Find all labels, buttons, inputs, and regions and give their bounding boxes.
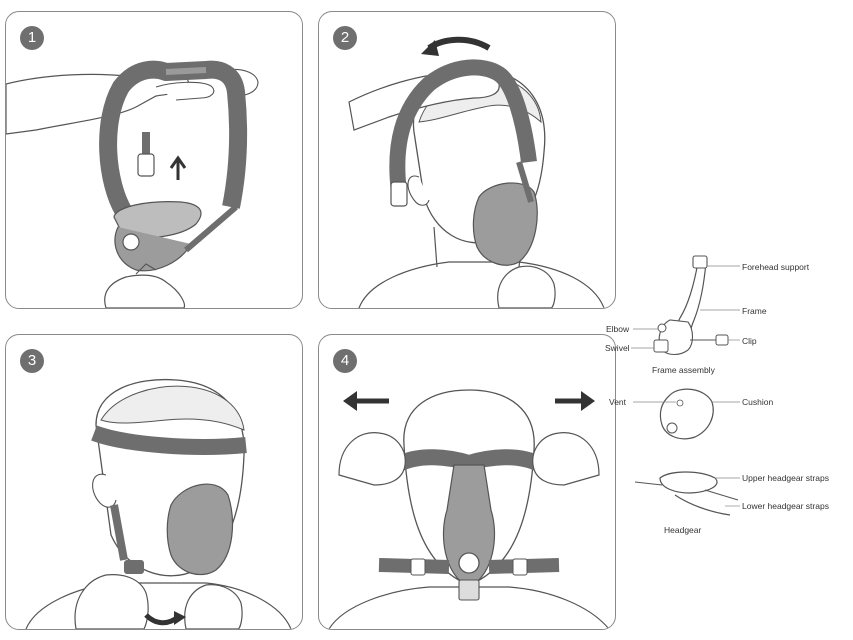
label-swivel: Swivel <box>605 343 630 353</box>
label-vent: Vent <box>609 397 627 407</box>
cushion-drawing <box>633 388 740 440</box>
label-forehead-support: Forehead support <box>742 262 810 272</box>
step-1-illustration <box>6 60 259 308</box>
caption-headgear: Headgear <box>664 525 702 535</box>
step-4-illustration <box>328 389 610 629</box>
step-3-illustration <box>25 378 292 629</box>
step-1-panel: 1 <box>5 11 303 309</box>
label-clip: Clip <box>742 336 757 346</box>
step-4-panel: 4 <box>318 334 616 630</box>
step-number-badge: 3 <box>20 349 44 373</box>
step-2-illustration <box>348 36 605 308</box>
step-number-badge: 2 <box>333 26 357 50</box>
label-lower-headgear-straps: Lower headgear straps <box>742 501 829 511</box>
headgear-drawing <box>634 471 740 516</box>
label-frame: Frame <box>742 306 767 316</box>
step-3-panel: 3 <box>5 334 303 630</box>
frame-assembly-drawing <box>631 255 740 356</box>
step-number-badge: 4 <box>333 349 357 373</box>
label-cushion: Cushion <box>742 397 774 407</box>
label-upper-headgear-straps: Upper headgear straps <box>742 473 829 483</box>
caption-frame-assembly: Frame assembly <box>652 365 715 375</box>
step-number-badge: 1 <box>20 26 44 50</box>
step-2-panel: 2 <box>318 11 616 309</box>
label-elbow: Elbow <box>606 324 630 334</box>
